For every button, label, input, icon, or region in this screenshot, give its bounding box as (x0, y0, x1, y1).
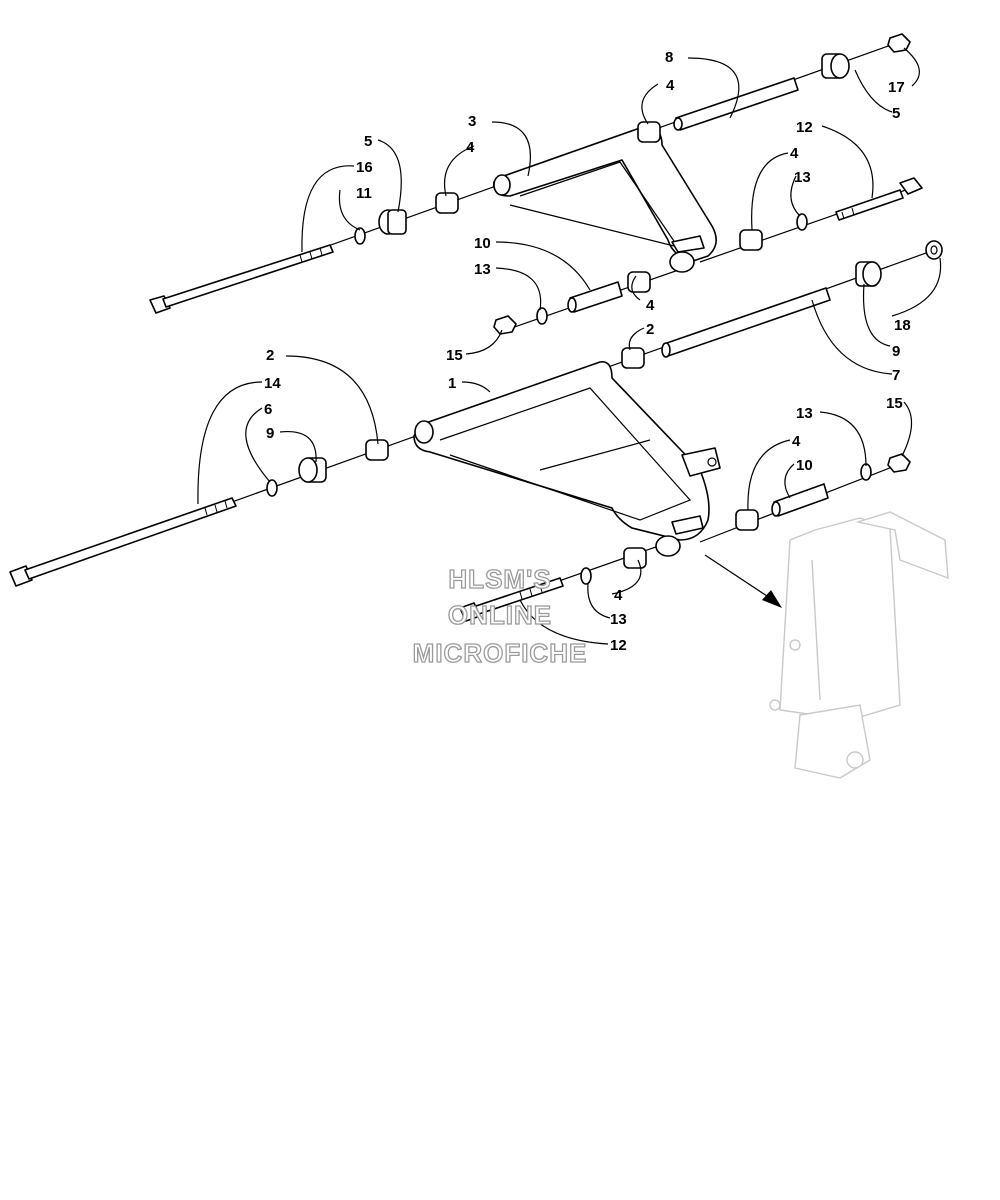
watermark-line-2: ONLINE (448, 600, 552, 630)
label-10: 10 (474, 235, 491, 252)
label-13: 13 (794, 169, 811, 186)
label-16: 16 (356, 159, 373, 176)
label-1: 1 (448, 375, 456, 392)
label-14: 14 (264, 375, 281, 392)
watermark-line-1: HLSM'S (448, 564, 551, 594)
watermark-line-3: MICROFICHE (413, 638, 588, 668)
label-8: 8 (665, 49, 673, 66)
label-6: 6 (264, 401, 272, 418)
label-11: 11 (356, 185, 372, 202)
spindle-illustration (769, 511, 949, 779)
label-2: 2 (266, 347, 274, 364)
label-5: 5 (892, 105, 900, 122)
label-7: 7 (892, 367, 900, 384)
label-4: 4 (666, 77, 675, 94)
hardware-parts (266, 33, 943, 622)
upper-long-bolt (149, 244, 334, 314)
upper-a-arm (493, 126, 717, 273)
label-15: 15 (446, 347, 463, 364)
callout-leaders (197, 47, 942, 645)
label-2: 2 (646, 321, 654, 338)
label-3: 3 (468, 113, 476, 130)
lower-long-bolt (9, 497, 237, 587)
label-4: 4 (790, 145, 799, 162)
label-4: 4 (792, 433, 801, 450)
label-4: 4 (466, 139, 475, 156)
label-17: 17 (888, 79, 905, 96)
watermark: HLSM'S ONLINE MICROFICHE (412, 563, 588, 668)
label-12: 12 (796, 119, 813, 136)
part-number-labels: 8 4 17 5 3 12 5 4 4 16 13 11 10 13 4 18 … (264, 49, 911, 654)
label-15: 15 (886, 395, 903, 412)
label-13: 13 (610, 611, 627, 628)
label-9: 9 (266, 425, 274, 442)
label-12: 12 (610, 637, 627, 654)
pointer-arrow (704, 554, 782, 608)
label-13: 13 (474, 261, 491, 278)
label-10: 10 (796, 457, 813, 474)
label-13: 13 (796, 405, 813, 422)
label-9: 9 (892, 343, 900, 360)
label-5: 5 (364, 133, 372, 150)
label-4: 4 (614, 587, 623, 604)
label-18: 18 (894, 317, 911, 334)
label-4: 4 (646, 297, 655, 314)
lower-a-arm (413, 361, 721, 557)
